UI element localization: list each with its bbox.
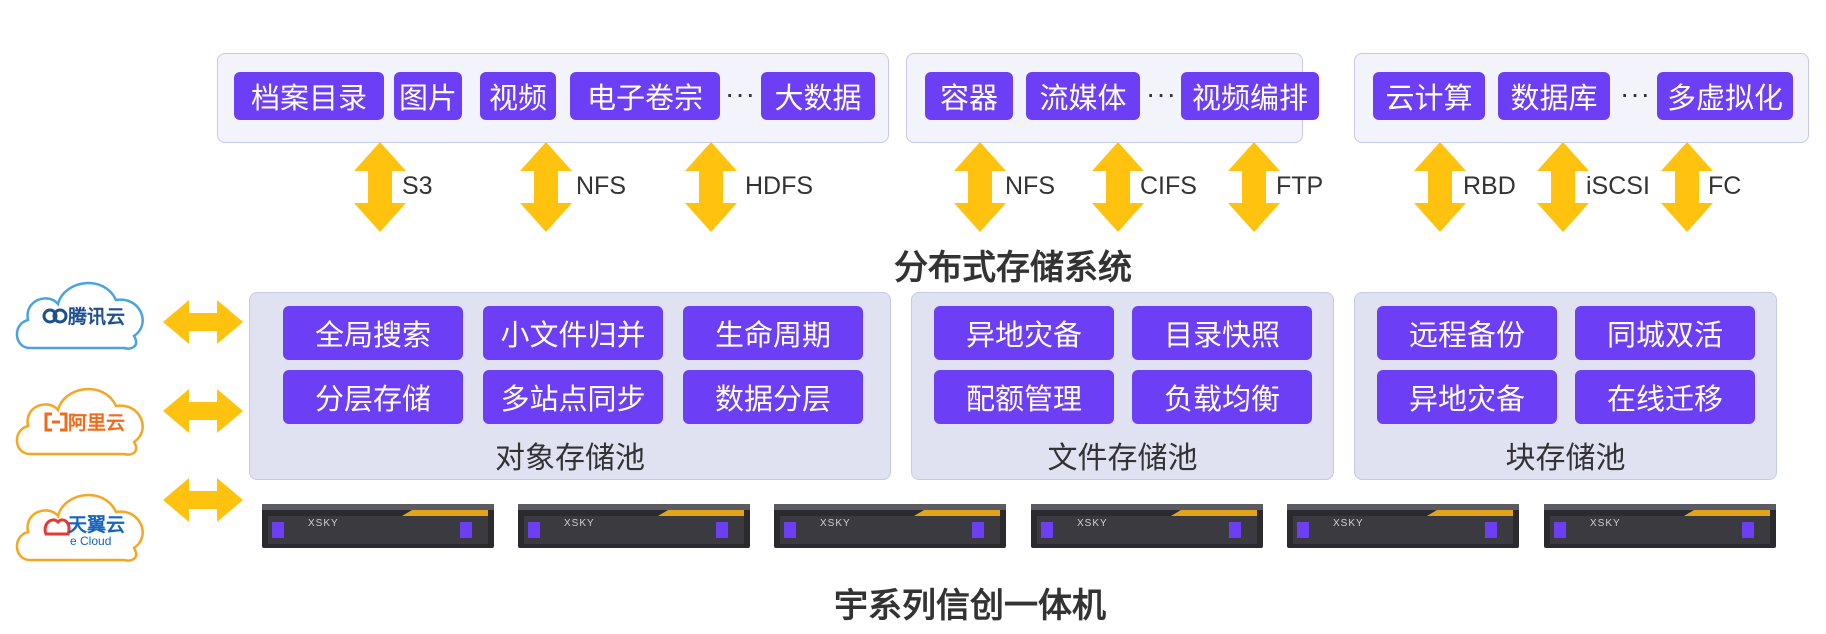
feature-chip: 远程备份 [1377,306,1557,360]
cloud-icon [15,388,144,456]
app-group-object: 档案目录 图片 视频 电子卷宗 ··· 大数据 [217,53,889,143]
app-chip: 大数据 [761,72,875,120]
cloud-icon [15,494,144,562]
app-chip: 图片 [394,72,462,120]
server-brand: XSKY [308,518,339,529]
app-chip: 档案目录 [234,72,384,120]
double-arrow-icon [520,142,572,232]
product-title: 宇系列信创一体机 [834,587,1106,625]
feature-chip: 多站点同步 [483,370,663,424]
double-arrow-icon [1414,142,1466,232]
server-brand: XSKY [1077,518,1108,529]
feature-chip: 异地灾备 [934,306,1114,360]
pool-title: 对象存储池 [495,442,645,475]
cloud-aliyun: 阿里云 [8,372,154,462]
protocol-label: NFS [576,172,626,200]
protocol-label: S3 [402,172,433,200]
server-icon [518,504,750,548]
double-arrow-icon [954,142,1006,232]
feature-chip: 配额管理 [934,370,1114,424]
cloud-tianyi: 天翼云 e Cloud [8,478,154,568]
pool-object: 全局搜索 小文件归并 生命周期 分层存储 多站点同步 数据分层 对象存储池 [249,292,891,480]
app-chip: 视频 [480,72,556,120]
protocol-label: CIFS [1140,172,1197,200]
protocol-label: NFS [1005,172,1055,200]
double-arrow-icon [1092,142,1144,232]
server-unit: XSKY [1031,504,1263,548]
feature-chip: 目录快照 [1132,306,1312,360]
feature-chip: 分层存储 [283,370,463,424]
cloud-tencent: 腾讯云 [8,266,154,356]
double-arrow-icon [163,389,243,433]
pool-title: 块存储池 [1505,442,1626,475]
server-icon [262,504,494,548]
server-brand: XSKY [820,518,851,529]
server-unit: XSKY [1287,504,1519,548]
app-chip: 云计算 [1373,72,1485,120]
feature-chip: 在线迁移 [1575,370,1755,424]
server-icon [1544,504,1776,548]
protocol-label: FTP [1276,172,1324,200]
feature-chip: 负载均衡 [1132,370,1312,424]
server-brand: XSKY [564,518,595,529]
app-chip: 流媒体 [1026,72,1140,120]
app-chip: 电子卷宗 [570,72,720,120]
app-chip: 多虚拟化 [1657,72,1793,120]
server-unit: XSKY [262,504,494,548]
server-unit: XSKY [518,504,750,548]
pool-file: 异地灾备 目录快照 配额管理 负载均衡 文件存储池 [911,292,1334,480]
server-icon [1287,504,1519,548]
feature-chip: 生命周期 [683,306,863,360]
cloud-name: 腾讯云 [68,307,126,328]
app-chip: 容器 [925,72,1013,120]
feature-chip: 异地灾备 [1377,370,1557,424]
feature-chip: 同城双活 [1575,306,1755,360]
server-unit: XSKY [774,504,1006,548]
double-arrow-icon [1661,142,1713,232]
protocol-label: HDFS [745,172,814,200]
pool-block: 远程备份 同城双活 异地灾备 在线迁移 块存储池 [1354,292,1777,480]
app-group-file: 容器 流媒体 ··· 视频编排 [906,53,1319,143]
server-icon [774,504,1006,548]
ellipsis: ··· [1620,78,1651,109]
pool-title: 文件存储池 [1047,442,1198,475]
protocol-label: iSCSI [1586,172,1650,200]
app-chip: 数据库 [1498,72,1610,120]
ellipsis: ··· [1146,78,1177,109]
cloud-icon [15,282,144,350]
server-unit: XSKY [1544,504,1776,548]
cloud-name: 天翼云 [68,515,126,536]
double-arrow-icon [163,300,243,344]
feature-chip: 全局搜索 [283,306,463,360]
app-group-block: 云计算 数据库 ··· 多虚拟化 [1354,53,1809,143]
double-arrow-icon [163,478,243,522]
cloud-subname: e Cloud [70,534,112,548]
cloud-name: 阿里云 [68,413,126,434]
double-arrow-icon [685,142,737,232]
feature-chip: 小文件归并 [483,306,663,360]
app-chip: 视频编排 [1181,72,1319,120]
protocol-label: RBD [1463,172,1516,200]
ellipsis: ··· [725,78,756,109]
double-arrow-icon [354,142,406,232]
server-brand: XSKY [1590,518,1621,529]
feature-chip: 数据分层 [683,370,863,424]
double-arrow-icon [1537,142,1589,232]
system-title: 分布式存储系统 [894,249,1132,287]
server-brand: XSKY [1333,518,1364,529]
double-arrow-icon [1228,142,1280,232]
protocol-label: FC [1708,172,1742,200]
server-icon [1031,504,1263,548]
